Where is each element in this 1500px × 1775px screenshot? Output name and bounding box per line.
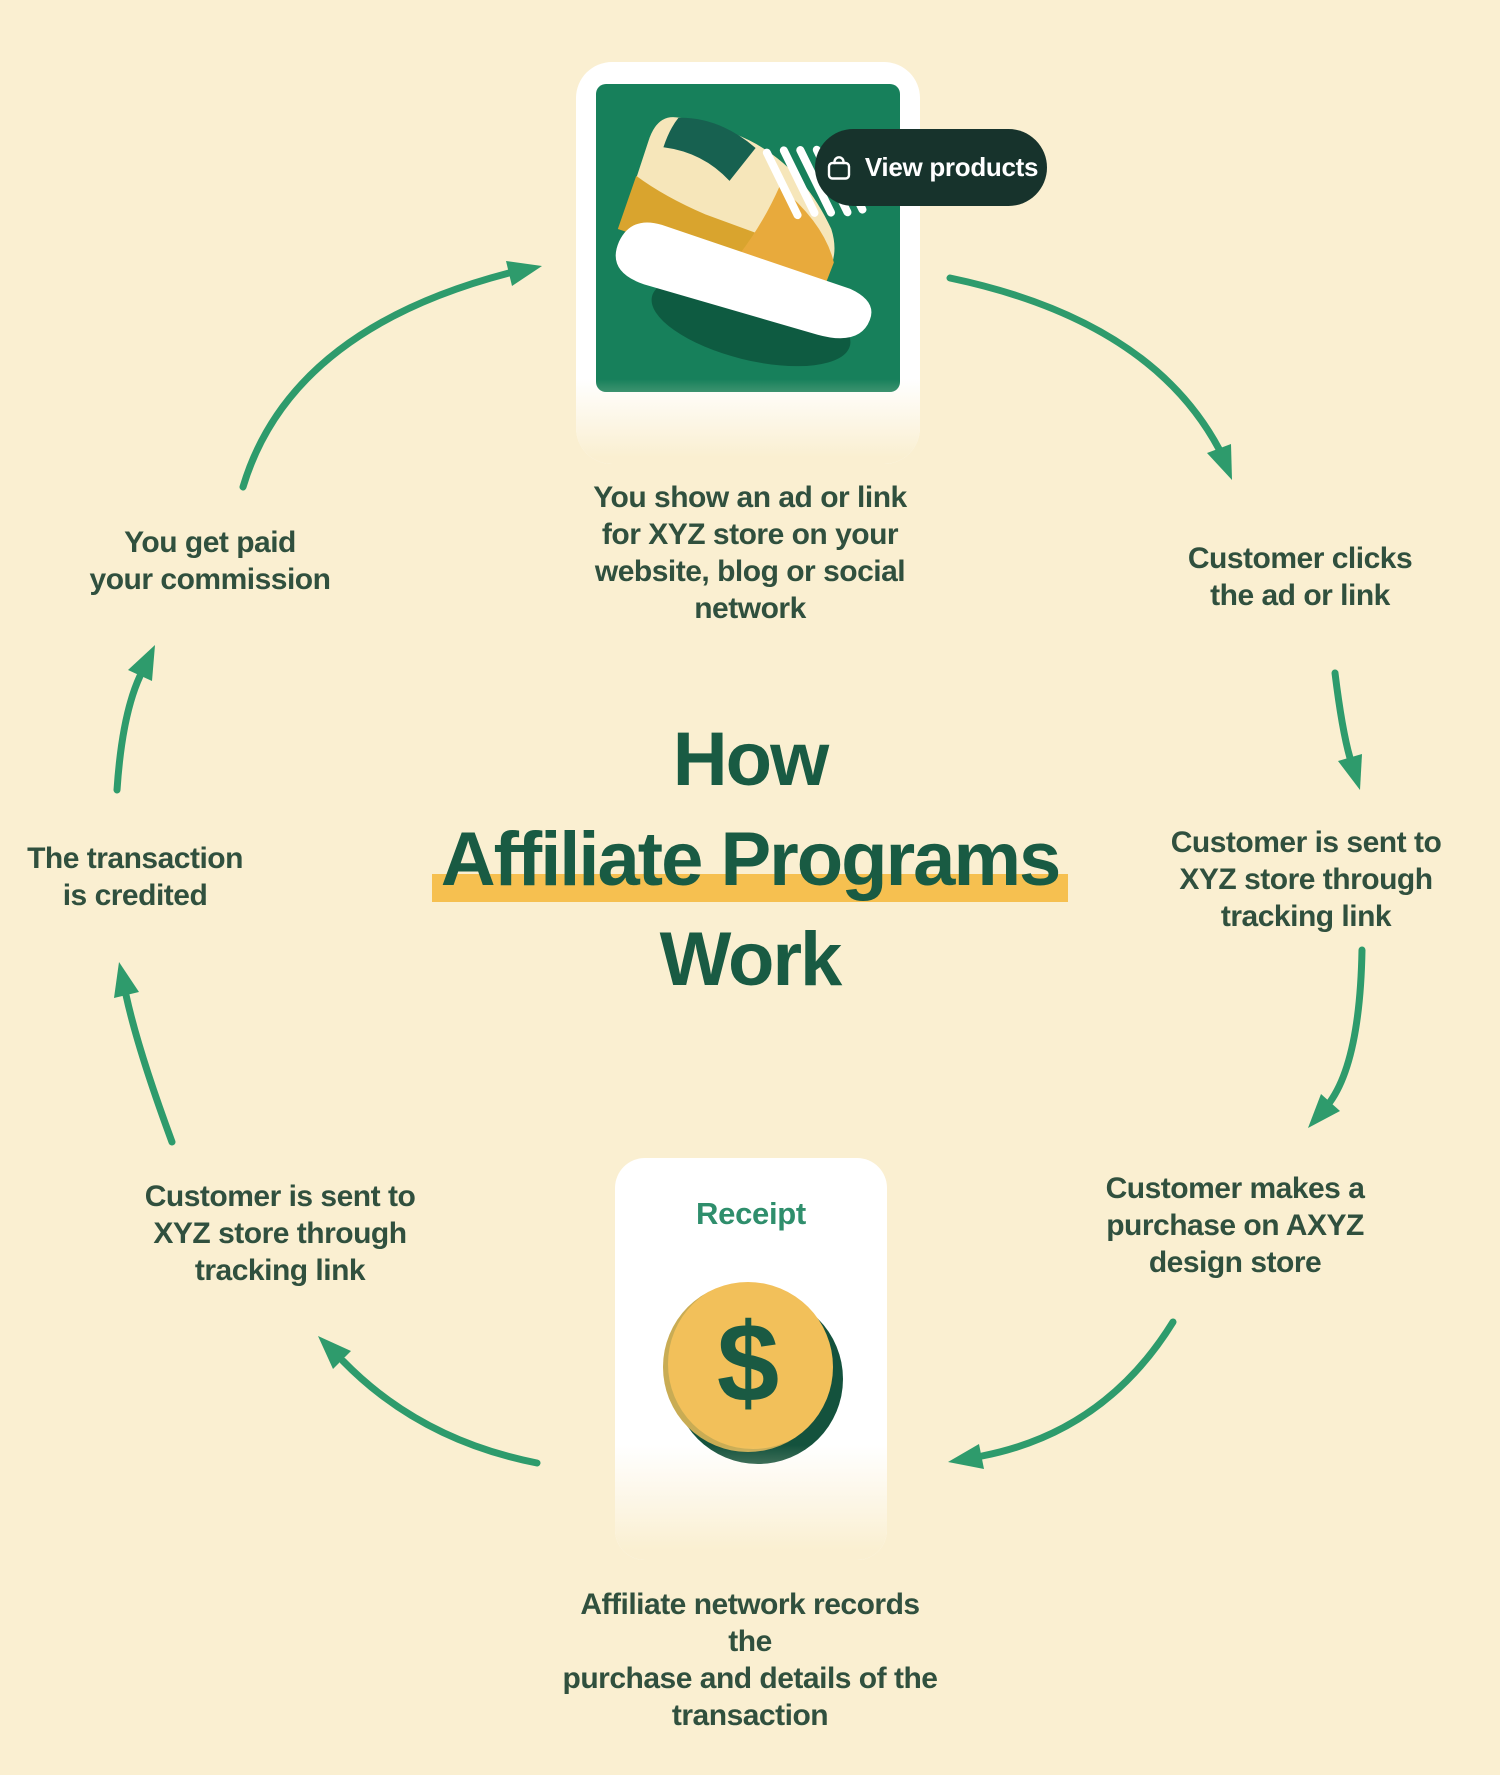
arrow-credited-to-paid (113, 645, 155, 794)
page-title: How Affiliate Programs Work (300, 710, 1200, 1010)
shopping-bag-icon (827, 155, 851, 180)
view-products-label: View products (864, 152, 1039, 182)
step-sent-to-store-right: Customer is sent to XYZ store through tr… (1170, 826, 1442, 933)
step-customer-clicks: Customer clicks the ad or link (1187, 542, 1413, 612)
step-transaction-credited: The transaction is credited (27, 842, 243, 912)
title-highlighted-text: Affiliate Programs (431, 817, 1069, 902)
receipt-card: Receipt $ (615, 1158, 887, 1560)
arrow-to-product-card (239, 261, 542, 491)
card-bottom-fade (576, 379, 920, 464)
step-makes-purchase: Customer makes a purchase on AXYZ design… (1105, 1172, 1365, 1279)
title-line-2: Affiliate Programs (300, 810, 1200, 910)
dollar-sign: $ (716, 1300, 780, 1425)
step-sent-to-store-left: Customer is sent to XYZ store through tr… (144, 1180, 416, 1287)
step-network-records: Affiliate network records the purchase a… (562, 1588, 938, 1732)
title-line-3: Work (659, 917, 843, 1002)
product-card (576, 62, 920, 464)
arrow-clicks-to-sent (1331, 669, 1362, 790)
dollar-coin: $ (615, 1158, 887, 1560)
arrow-sent-left-to-credited (114, 962, 176, 1146)
sneaker-image (596, 84, 900, 392)
arrow-purchase-to-receipt (948, 1318, 1177, 1469)
receipt-bottom-fade (615, 1445, 887, 1560)
arrow-receipt-to-sent-left (318, 1336, 541, 1467)
receipt-label: Receipt (696, 1196, 806, 1231)
title-line-1: How (672, 717, 829, 802)
coin: $ (663, 1282, 833, 1452)
arrow-sent-to-purchase (1308, 946, 1366, 1128)
step-get-paid: You get paid your commission (89, 526, 331, 596)
view-products-button[interactable]: View products (815, 129, 1047, 206)
arrow-product-to-clicks (946, 274, 1232, 480)
sneaker-illustration (615, 117, 872, 367)
step-show-ad: You show an ad or link for XYZ store on … (593, 481, 907, 625)
